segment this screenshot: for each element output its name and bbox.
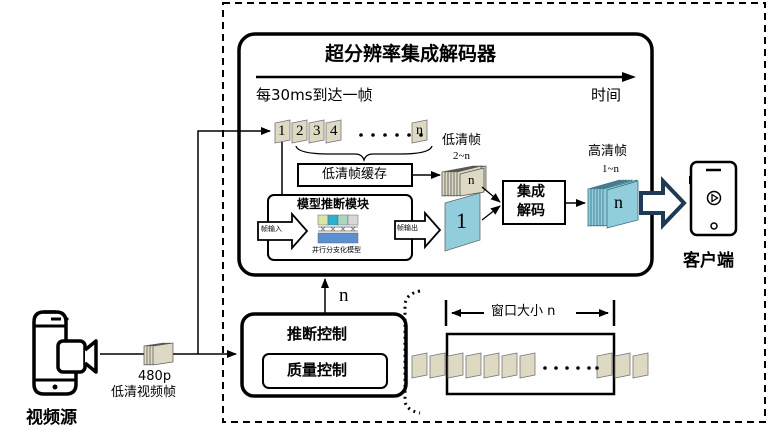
- source-frame-stack: [143, 342, 174, 366]
- window-frame-sequence: [411, 352, 649, 379]
- highres-stack-face: n: [614, 192, 623, 212]
- controller-n-label: n: [339, 285, 349, 306]
- quality-control-box: [262, 353, 388, 389]
- to-client-arrow: [639, 176, 687, 230]
- frames-brace: [295, 145, 433, 163]
- system-boundary: [222, 2, 766, 423]
- window-ellipsis-dots: [543, 366, 599, 370]
- highres-stack-range: 1~n: [602, 163, 619, 175]
- window-frame: [501, 352, 518, 379]
- frame-output-label: 帧输出: [397, 224, 418, 232]
- inference-control-title: 推断控制: [287, 325, 348, 343]
- lowres-to-decode-arrow: [481, 186, 501, 203]
- arrival-rate-label: 每30ms到达一帧: [256, 86, 373, 104]
- window-size-label: 窗口大小 n: [491, 304, 556, 319]
- incoming-frame-sequence: [274, 119, 428, 144]
- stream-resolution: 480p: [138, 369, 172, 384]
- frame-2: [291, 119, 308, 144]
- window-frame: [447, 352, 464, 379]
- sr-frame-label: 1: [456, 208, 467, 233]
- client-phone-icon: [689, 160, 738, 237]
- frame-label-2: 2: [296, 123, 304, 139]
- frame-4: [325, 119, 342, 144]
- window-frame: [519, 352, 536, 379]
- window-box: [445, 332, 616, 396]
- window-frame: [483, 352, 500, 379]
- lowres-stack-range: 2~n: [453, 150, 470, 162]
- frame-3: [308, 119, 325, 144]
- model-label: 并行分支化模型: [312, 246, 361, 254]
- ensemble-decode-label-2: 解码: [517, 203, 545, 219]
- frame-n: [411, 119, 428, 144]
- sr-frame: [444, 192, 481, 252]
- lowres-stack-face: n: [468, 172, 475, 187]
- highres-stack-title: 高清帧: [588, 144, 628, 159]
- branch-to-decoder: [197, 127, 271, 354]
- time-axis-label: 时间: [591, 86, 622, 104]
- parallel-model-icon: [317, 214, 359, 244]
- source-phone-camera-icon: [32, 310, 98, 396]
- window-frame: [632, 352, 649, 379]
- ensemble-decode-label-1: 集成: [517, 184, 545, 200]
- decoder-title: 超分辨率集成解码器: [325, 43, 497, 65]
- window-frame: [465, 352, 482, 379]
- frame-label-1: 1: [278, 123, 286, 139]
- window-frame: [429, 352, 446, 379]
- window-frame: [596, 352, 613, 379]
- highres-frame-stack: [587, 179, 639, 229]
- sr-to-decode-arrow: [481, 205, 501, 221]
- lowres-stack-title: 低清帧: [442, 133, 482, 148]
- frame-label-n: n: [416, 123, 423, 138]
- quality-control-label: 质量控制: [287, 361, 348, 379]
- top-ellipsis-dots: [359, 133, 423, 137]
- inference-module-title: 模型推断模块: [297, 197, 370, 211]
- lowres-buffer-label: 低清帧缓存: [322, 167, 388, 182]
- lowres-frame-stack: [441, 165, 487, 197]
- window-frame: [411, 352, 428, 379]
- client-label: 客户端: [683, 251, 734, 271]
- frame-output-arrow: [394, 210, 442, 250]
- frame-input-label: 帧输入: [261, 225, 282, 233]
- frame-label-4: 4: [330, 123, 338, 139]
- frame-label-3: 3: [313, 123, 321, 139]
- source-label: 视频源: [26, 408, 77, 428]
- ensemble-decode-box: [502, 180, 566, 225]
- stream-label: 低清视频帧: [111, 385, 177, 400]
- time-axis-arrowhead: [622, 72, 636, 82]
- frame-input-arrow: [257, 211, 309, 251]
- frame-1: [274, 119, 291, 144]
- window-frame: [614, 352, 631, 379]
